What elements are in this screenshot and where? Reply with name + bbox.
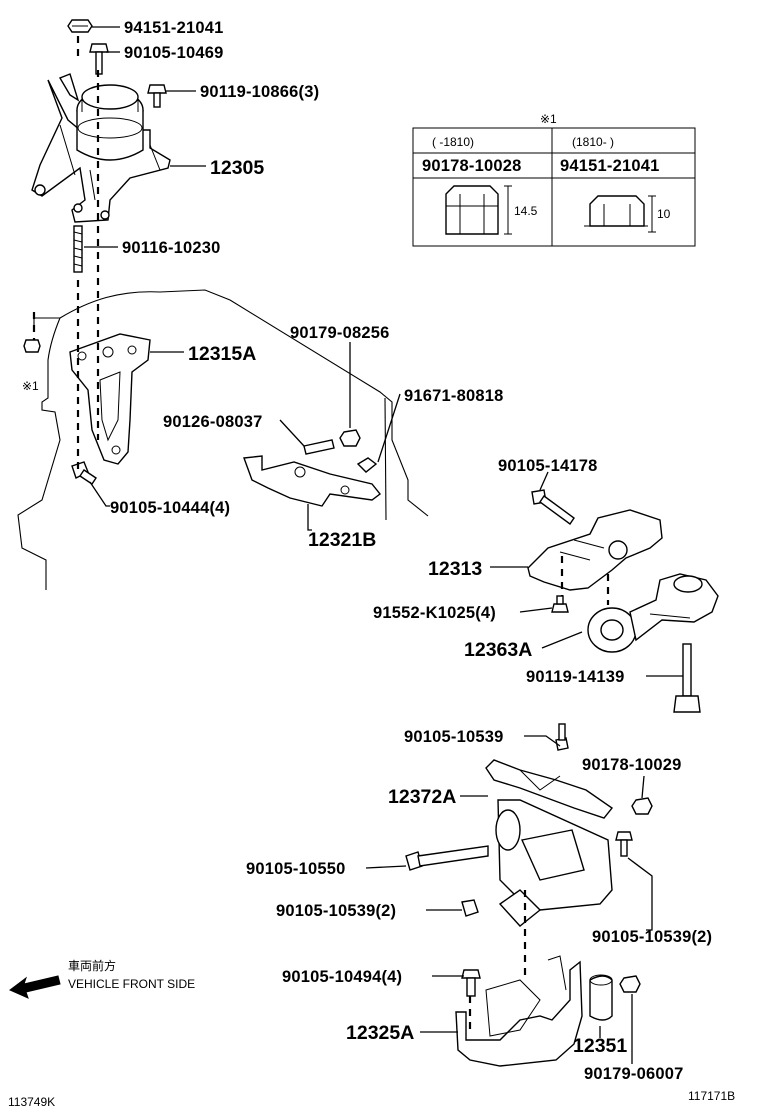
bolt-90105-10550 [405, 845, 489, 871]
table-col1-dim: 14.5 [514, 204, 538, 218]
bolt-90105-10539-a [555, 723, 569, 751]
label-90105-10494: 90105-10494(4) [282, 968, 402, 986]
bolt-90119-10866 [147, 84, 167, 108]
table-col2-range: (1810- ) [572, 135, 614, 149]
label-94151-top: 94151-21041 [124, 19, 223, 37]
front-arrow-icon [9, 975, 61, 999]
bracket-12313 [527, 509, 663, 591]
label-12363A: 12363A [464, 639, 532, 661]
leader-lines [84, 26, 683, 1064]
stud-90116 [73, 225, 83, 273]
bolt-90105-10494 [461, 969, 481, 997]
label-90105-10444: 90105-10444(4) [110, 499, 230, 517]
label-note-mark-left: ※1 [22, 379, 39, 393]
label-90126: 90126-08037 [163, 413, 262, 431]
label-90119-14139: 90119-14139 [526, 668, 625, 686]
part-labels: 94151-21041 90105-10469 90119-10866(3) 1… [22, 19, 712, 1083]
table-col1-part: 90178-10028 [422, 157, 521, 175]
label-12315A: 12315A [188, 343, 256, 365]
nut-note1-left [23, 339, 41, 353]
table-col2-part: 94151-21041 [560, 157, 659, 175]
bracket-12321B [243, 455, 381, 507]
label-12325A: 12325A [346, 1022, 414, 1044]
label-90105-10469: 90105-10469 [124, 44, 223, 62]
label-90105-10550: 90105-10550 [246, 860, 345, 878]
label-91671: 91671-80818 [404, 387, 503, 405]
label-12372A: 12372A [388, 786, 456, 808]
bolt-91552 [551, 595, 569, 613]
nut-94151-top [67, 19, 93, 33]
bolt-91671 [356, 457, 378, 473]
bolt-90105-10469 [89, 43, 109, 75]
footer-ids: 113749K 117171B [8, 1089, 735, 1109]
nut-90179-08256 [339, 429, 361, 447]
bolt-90105-10539-b [461, 899, 479, 917]
label-90105-10539-b: 90105-10539(2) [276, 902, 396, 920]
torque-rod-12363A [587, 573, 719, 653]
table-col2-dim: 10 [657, 207, 671, 221]
bolt-90119-14139 [673, 643, 701, 713]
label-12313: 12313 [428, 558, 482, 580]
label-90179-06007: 90179-06007 [584, 1065, 683, 1083]
table-nut-short [584, 195, 656, 233]
label-90116: 90116-10230 [122, 239, 221, 257]
label-90179-08256: 90179-08256 [290, 324, 389, 342]
label-12351: 12351 [573, 1035, 627, 1057]
label-90119-10866: 90119-10866(3) [200, 83, 319, 101]
label-91552: 91552-K1025(4) [373, 604, 496, 622]
label-90105-10539-c: 90105-10539(2) [592, 928, 712, 946]
bolt-90105-10444 [71, 461, 97, 485]
mount-12372A [485, 759, 614, 927]
note-table [412, 127, 696, 247]
bolt-90105-14178 [531, 489, 575, 525]
front-side-jp: 車両前方 [68, 958, 116, 973]
label-90105-14178: 90105-14178 [498, 457, 597, 475]
label-12305: 12305 [210, 157, 264, 179]
table-title: ※1 [540, 112, 557, 126]
label-90178-10029: 90178-10029 [582, 756, 681, 774]
engine-outline [17, 289, 429, 590]
table-nut-tall [445, 185, 512, 235]
footer-right-id: 117171B [688, 1089, 735, 1103]
nut-90179-06007 [619, 975, 641, 993]
center-lines [32, 36, 610, 1030]
bushing-12351 [589, 974, 613, 1021]
footer-left-id: 113749K [8, 1095, 55, 1109]
label-90105-10539-a: 90105-10539 [404, 728, 503, 746]
label-12321B: 12321B [308, 529, 376, 551]
bracket-12325A [455, 955, 583, 1067]
note-table-text: ※1 ( -1810) (1810- ) 90178-10028 94151-2… [422, 112, 671, 221]
nut-90178-10029 [631, 797, 653, 815]
bolt-90105-10539-c [615, 831, 633, 857]
stud-90126 [303, 439, 335, 455]
bracket-12315A [69, 333, 151, 465]
engine-mount-12305 [31, 73, 171, 223]
table-col1-range: ( -1810) [432, 135, 474, 149]
front-side-en: VEHICLE FRONT SIDE [68, 977, 195, 991]
front-side-note: 車両前方 VEHICLE FRONT SIDE [68, 958, 195, 991]
